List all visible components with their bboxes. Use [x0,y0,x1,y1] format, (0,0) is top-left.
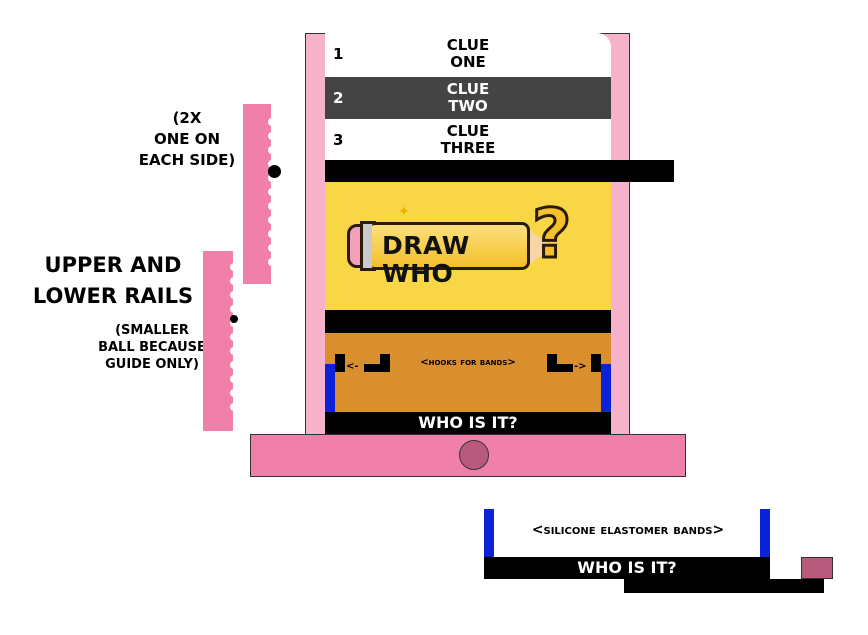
clue-line-1: CLUE [446,36,490,54]
question-mark-icon: ? [530,195,572,274]
hook-left-base [364,364,390,372]
clue-line-2: TWO [448,97,488,115]
clue-line-1: CLUE [446,122,490,140]
sparkle-icon: ✦ [398,204,410,220]
hooks-panel [325,333,611,412]
band-post-left [325,364,335,412]
rails-label-line-2: LOWER RAILS [32,284,194,308]
rail-count-line-3: EACH SIDE) [138,151,236,169]
clue-row-1: 1 CLUE ONE [325,33,611,75]
clue-label: CLUE THREE [385,123,551,157]
rail-count-line-2: ONE ON [153,130,221,148]
who-is-it-bar-2: WHO IS IT? [484,557,770,579]
bands-label: <SILICONE ELASTOMER BANDS> [531,522,725,538]
small-ball-line-1: (SMALLER [115,323,189,338]
slider-knob[interactable] [801,557,833,579]
hook-right-base [547,364,573,372]
clue-line-2: THREE [440,139,496,157]
arrow-right: -> [574,361,587,372]
slider-strip [624,579,824,593]
hook-left-tab [380,354,390,366]
pencil-tip [530,230,552,264]
clue-label: CLUE TWO [385,81,551,115]
upper-rail [243,104,275,284]
clue-number: 1 [333,45,344,63]
band-post-right [601,364,611,412]
clue-number: 3 [333,131,344,149]
base-knob[interactable] [459,440,489,470]
lower-black-bar [325,310,611,333]
arrow-left: <- [346,361,359,372]
hooks-label: <HOOKS FOR BANDS> [420,357,516,368]
logo-text: DRAW WHO [382,231,470,288]
clue-line-1: CLUE [446,80,490,98]
hook-right-tab [547,354,557,366]
clue-line-2: ONE [450,53,486,71]
clue-row-2: 2 CLUE TWO [325,77,611,119]
upper-black-bar [325,160,611,182]
clue-row-3: 3 CLUE THREE [325,119,611,161]
clue-label: CLUE ONE [385,37,551,71]
small-ball-note: (SMALLER BALL BECAUSE GUIDE ONLY) [96,322,208,373]
rail-count-line-1: (2X [172,109,202,127]
rail-count-note: (2X ONE ON EACH SIDE) [128,108,246,171]
rails-label-line-1: UPPER AND [44,253,182,277]
guide-ball-large [268,165,281,178]
hook-left-post [335,354,345,372]
upper-rail-teeth [268,118,275,266]
small-ball-line-2: BALL BECAUSE [98,340,206,355]
clue-number: 2 [333,89,344,107]
band-post-right-2 [760,509,770,557]
lower-rail-teeth [230,263,237,411]
hook-right-post [591,354,601,372]
rails-label: UPPER AND LOWER RAILS [28,250,198,312]
who-is-it-bar: WHO IS IT? [325,412,611,434]
lower-rail [203,251,237,431]
side-slider-bar [611,160,674,182]
band-post-left-2 [484,509,494,557]
small-ball-line-3: GUIDE ONLY) [105,357,199,372]
guide-ball-small [230,315,238,323]
pencil-body [372,222,530,270]
